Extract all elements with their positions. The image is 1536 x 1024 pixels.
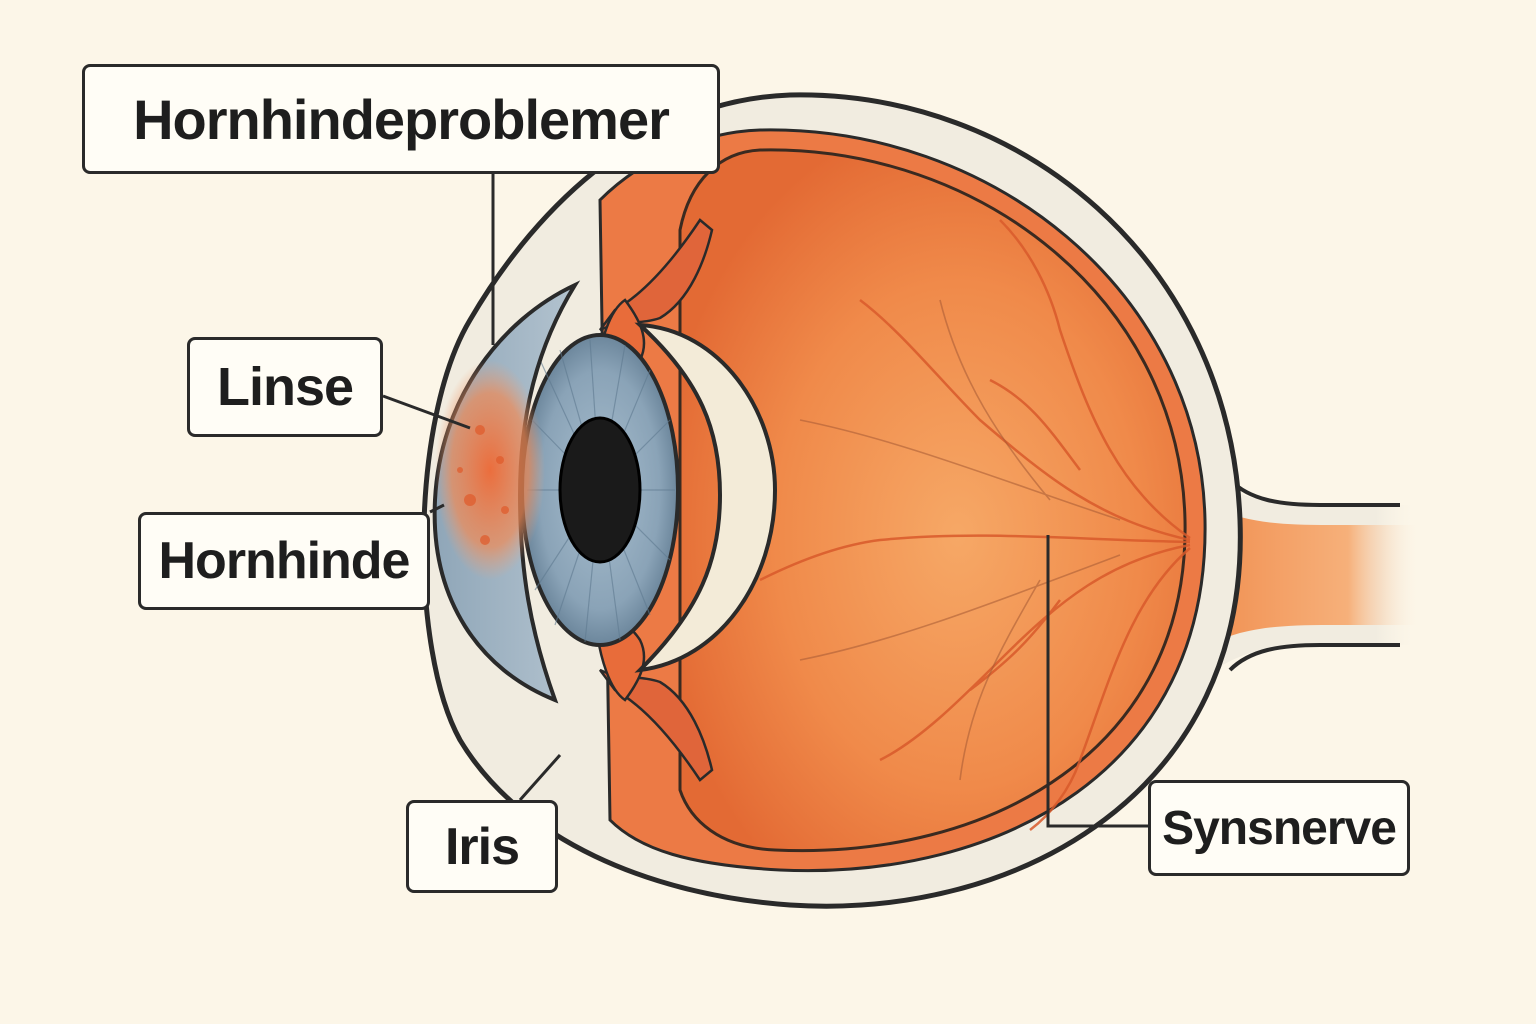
label-iris: Iris xyxy=(406,800,558,893)
label-cornea: Hornhinde xyxy=(138,512,430,610)
spot-speckles xyxy=(457,425,509,545)
leader-lines xyxy=(382,174,1148,828)
label-lens: Linse xyxy=(187,337,383,437)
retinal-vessels xyxy=(759,219,1191,831)
label-corneal-problems: Hornhindeproblemer xyxy=(82,64,720,174)
inflamed-cornea-spot xyxy=(435,360,545,580)
crystalline-lens xyxy=(634,322,778,673)
label-optic-nerve: Synsnerve xyxy=(1148,780,1410,876)
pupil xyxy=(558,416,642,564)
